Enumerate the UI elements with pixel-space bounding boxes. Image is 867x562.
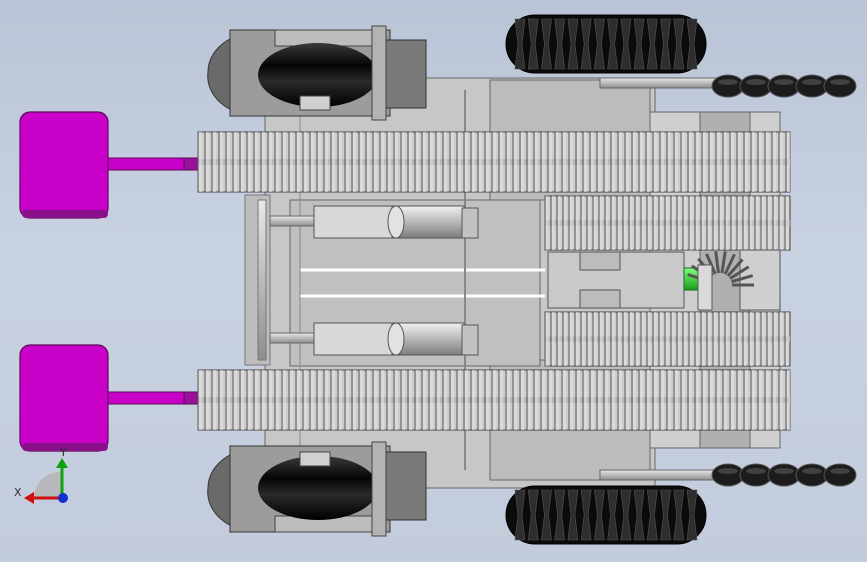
handle-grip-top[interactable] (711, 74, 857, 98)
axle-top (599, 77, 721, 89)
caster-top[interactable] (207, 25, 427, 121)
cylinder-lower[interactable] (269, 322, 479, 356)
axle-bottom (599, 469, 721, 481)
paddle-top[interactable] (19, 111, 201, 219)
x-axis-label: X (14, 486, 22, 499)
tire-top[interactable] (505, 14, 707, 74)
caster-bottom[interactable] (207, 441, 427, 537)
center-gearbox (547, 249, 781, 311)
tire-bottom[interactable] (505, 485, 707, 545)
z-axis-dot (58, 493, 68, 503)
paddle-bottom[interactable] (19, 344, 201, 452)
bevel-gear (687, 251, 754, 311)
gear-rack-top (197, 131, 791, 193)
gear-rack-bottom (197, 369, 791, 431)
gear-block-lower (544, 311, 791, 367)
y-axis-label: Y (59, 446, 67, 459)
handle-grip-bottom[interactable] (711, 463, 857, 487)
cylinder-upper[interactable] (269, 205, 479, 239)
axis-triad: Y X (14, 446, 68, 504)
green-shaft (683, 267, 699, 291)
gear-block-upper (544, 195, 791, 251)
